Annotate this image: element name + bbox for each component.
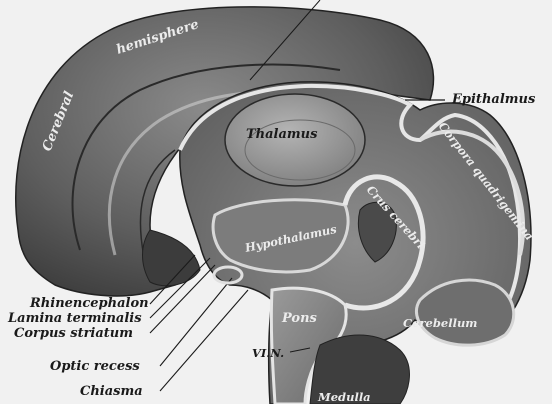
label-pons: Pons xyxy=(281,311,318,326)
label-thalamus: Thalamus xyxy=(246,127,318,142)
label-rhinencephalon: Rhinencephalon xyxy=(29,296,149,311)
label-chiasma: Chiasma xyxy=(80,384,143,399)
label-cerebellum: Cerebellum xyxy=(403,316,477,330)
label-lamina-terminalis: Lamina terminalis xyxy=(7,311,142,326)
label-epithalmus: Epithalmus xyxy=(451,92,536,107)
label-optic-recess: Optic recess xyxy=(50,359,140,374)
cerebellum-shape xyxy=(416,280,513,345)
label-medulla: Medulla xyxy=(317,390,371,404)
label-corpus-striatum: Corpus striatum xyxy=(14,326,133,341)
label-vi-nerve: VI.N. xyxy=(252,346,284,360)
